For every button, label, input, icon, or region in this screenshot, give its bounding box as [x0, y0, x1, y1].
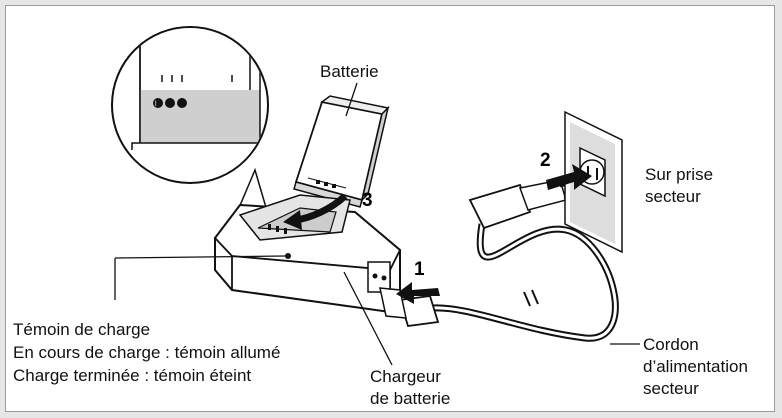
indicator-lamp-icon — [285, 253, 291, 259]
indicator-label-line1: Témoin de charge — [13, 320, 151, 339]
battery-icon — [293, 95, 390, 208]
charger-label-line1: Chargeur — [370, 367, 441, 386]
wall-outlet-icon — [564, 110, 623, 254]
indicator-leader-line — [114, 255, 286, 259]
cord-label-line1: Cordon — [643, 335, 699, 354]
arrow-icon — [396, 282, 440, 304]
battery-leader-line — [345, 82, 358, 117]
arrow-icon — [283, 193, 348, 230]
charger-icon — [214, 194, 401, 314]
power-cord-icon — [379, 179, 619, 342]
svg-text:l: l — [155, 101, 157, 108]
indicator-label-line2: En cours de charge : témoin allumé — [13, 343, 281, 362]
step-number-2: 2 — [540, 150, 551, 171]
indicator-label-line3: Charge terminée : témoin éteint — [13, 366, 252, 385]
charger-leader-line — [343, 271, 393, 366]
cord-label-line2: d’alimentation — [643, 357, 748, 376]
step-number-1: 1 — [414, 259, 425, 280]
outlet-label-line2: secteur — [645, 187, 701, 206]
outlet-label-line1: Sur prise — [645, 165, 714, 184]
cord-label-line3: secteur — [643, 379, 699, 398]
battery-label: Batterie — [320, 62, 379, 81]
charger-label-line2: de batterie — [370, 389, 451, 408]
step-number-3: 3 — [362, 190, 373, 211]
magnifier-callout: l — [111, 26, 283, 263]
arrow-icon — [546, 164, 592, 190]
